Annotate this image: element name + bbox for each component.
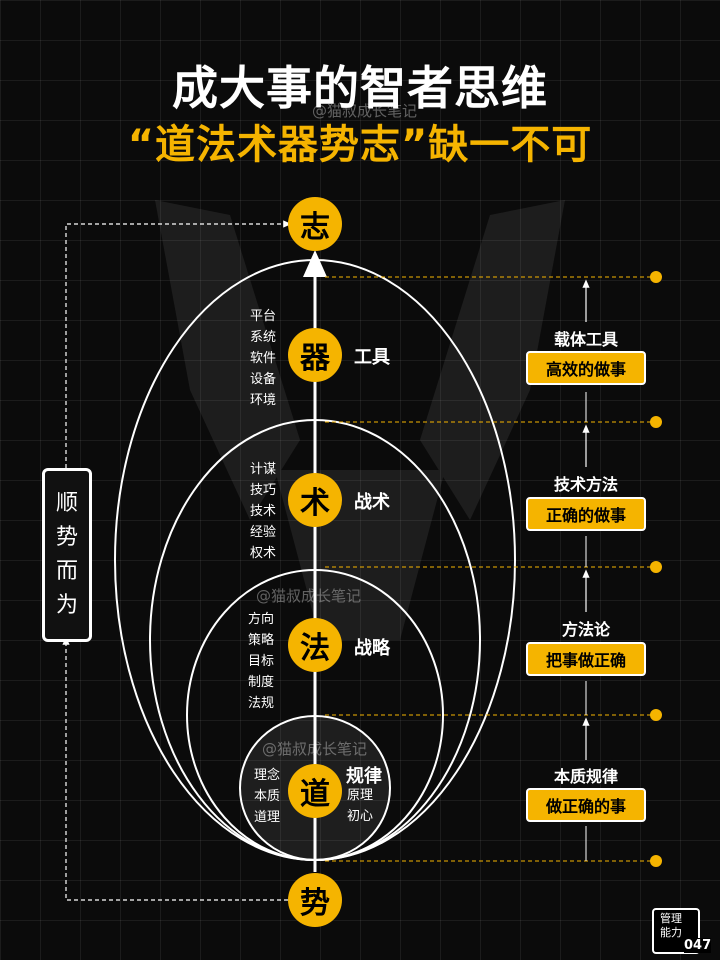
dao-item: 理念	[254, 768, 281, 783]
shun-shi-er-wei-box: 顺 势 而 为	[42, 468, 92, 642]
level-dot	[650, 271, 662, 283]
node-shu: 术	[288, 473, 342, 527]
vbox-char: 而	[55, 559, 78, 584]
level-dot	[650, 561, 662, 573]
dao-side-item: 原理	[347, 788, 374, 803]
node-qi: 器	[288, 328, 342, 382]
qi-item: 平台	[250, 309, 277, 324]
dao-side-items: 原理 初心	[347, 785, 373, 827]
right-box-dao: 做正确的事	[526, 788, 646, 822]
dao-item: 道理	[254, 810, 281, 825]
right-box-shu: 正确的做事	[526, 497, 646, 531]
shu-item: 权术	[250, 546, 277, 561]
node-fa: 法	[288, 618, 342, 672]
fa-side-label: 战略	[354, 638, 390, 659]
main-title: 成大事的智者思维	[172, 61, 548, 115]
qi-side-label: 工具	[354, 347, 390, 368]
vbox-char: 为	[55, 593, 78, 618]
node-dao: 道	[288, 764, 342, 818]
right-label-shu: 技术方法	[553, 475, 618, 494]
shu-item: 技术	[250, 504, 277, 519]
vbox-char: 势	[55, 525, 78, 550]
fa-item: 策略	[248, 633, 275, 648]
shu-side-label: 战术	[354, 492, 390, 513]
qi-item: 环境	[250, 393, 277, 408]
vbox-char: 顺	[55, 491, 78, 516]
series-badge: 管理 能力	[652, 908, 700, 954]
fa-item: 法规	[248, 696, 275, 711]
fa-item: 制度	[248, 675, 275, 690]
background-logo	[155, 200, 565, 640]
qi-item: 设备	[250, 372, 277, 387]
fa-items: 方向 策略 目标 制度 法规	[248, 609, 274, 714]
shu-item: 技巧	[250, 483, 277, 498]
dao-side-item: 初心	[347, 809, 374, 824]
badge-line1: 管理	[660, 912, 682, 925]
dao-side-label: 规律	[346, 766, 382, 787]
shu-item: 经验	[250, 525, 277, 540]
right-label-fa: 方法论	[561, 620, 610, 639]
dao-items: 理念 本质 道理	[254, 765, 280, 828]
shu-item: 计谋	[250, 462, 277, 477]
qi-items: 平台 系统 软件 设备 环境	[250, 306, 276, 411]
node-shi: 势	[288, 873, 342, 927]
qi-item: 软件	[250, 351, 277, 366]
badge-line2: 能力	[660, 926, 682, 939]
level-dot	[650, 416, 662, 428]
right-label-dao: 本质规律	[553, 767, 618, 786]
fa-item: 目标	[248, 654, 275, 669]
right-label-qi: 载体工具	[553, 330, 618, 349]
right-box-fa: 把事做正确	[526, 642, 646, 676]
dao-item: 本质	[254, 789, 281, 804]
subtitle: “道法术器势志”缺一不可	[127, 122, 593, 168]
level-dot	[650, 709, 662, 721]
qi-item: 系统	[250, 330, 277, 345]
left-dashed-path-bottom	[62, 636, 288, 901]
fa-item: 方向	[248, 612, 275, 627]
node-zhi: 志	[288, 197, 342, 251]
watermark: @猫叔成长笔记	[256, 585, 361, 606]
level-dot	[650, 855, 662, 867]
watermark: @猫叔成长笔记	[312, 102, 418, 120]
shu-items: 计谋 技巧 技术 经验 权术	[250, 459, 276, 564]
badge-number: 047	[684, 938, 712, 953]
left-dashed-path-top	[65, 220, 292, 468]
right-box-qi: 高效的做事	[526, 351, 646, 385]
